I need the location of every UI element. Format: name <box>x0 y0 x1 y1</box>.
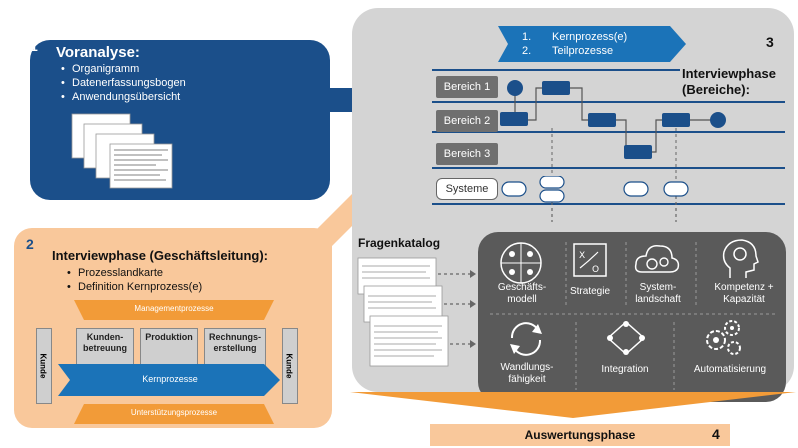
transform-arrows-icon <box>510 322 542 356</box>
integration-icon <box>606 320 646 356</box>
category-systemlandschaft: System- landschaft <box>635 282 681 305</box>
legend-number: 1. <box>522 31 532 43</box>
categories-panel <box>478 232 786 402</box>
category-automatisierung: Automatisierung <box>693 364 767 375</box>
legend-item: Teilprozesse <box>552 45 614 57</box>
category-geschaeftsmodell: Geschäfts- modell <box>497 282 547 305</box>
legend-numbers: 1. 2. <box>522 30 531 58</box>
category-wandlungsfaehigkeit: Wandlungs- fähigkeit <box>500 362 554 385</box>
management-band <box>74 300 274 320</box>
title-line: (Bereiche): <box>682 82 750 97</box>
support-label: Unterstützungsprozesse <box>130 408 218 417</box>
category-integration: Integration <box>601 364 649 375</box>
step-1-number: 1 <box>30 38 38 54</box>
geschaeftsleitung-item: Definition Kernprozess(e) <box>67 280 202 294</box>
gears-icon <box>706 320 741 355</box>
geschaeftsleitung-item: Prozesslandkarte <box>67 266 202 280</box>
legend-number: 2. <box>522 45 532 57</box>
cloud-gears-icon <box>634 244 680 273</box>
lane-bereich-2: Bereich 2 <box>436 110 498 132</box>
voranalyse-title: Voranalyse: <box>56 44 140 61</box>
auswertungsphase-label: Auswertungsphase <box>430 424 730 446</box>
svg-text:O: O <box>592 265 599 275</box>
kunde-right-box <box>282 328 298 404</box>
support-band <box>74 404 274 424</box>
legend-item: Kernprozess(e) <box>552 31 628 43</box>
strategy-icon: X O <box>573 243 607 277</box>
categories-dividers <box>490 242 778 390</box>
lane-bereich-1: Bereich 1 <box>436 76 498 98</box>
step-2-number: 2 <box>26 236 34 252</box>
process-produktion: Produktion <box>140 328 198 370</box>
step-4-number: 4 <box>712 426 720 442</box>
voranalyse-item: Anwendungsübersicht <box>61 90 186 104</box>
category-strategie: Strategie <box>569 286 611 297</box>
business-model-icon <box>500 242 542 284</box>
process-rechnungserstellung: Rechnungs- erstellung <box>204 328 266 370</box>
auswertung-band <box>350 392 796 418</box>
voranalyse-item: Datenerfassungsbogen <box>61 76 186 90</box>
kunde-right-label: Kunde <box>284 353 294 379</box>
system-cylinders <box>501 176 689 203</box>
voranalyse-list: Organigramm Datenerfassungsbogen Anwendu… <box>58 62 186 104</box>
catalog-documents-icon <box>357 257 476 367</box>
legend-arrow <box>498 26 686 62</box>
interview-bereiche-title: Interviewphase (Bereiche): <box>682 66 776 98</box>
lane-systeme: Systeme <box>436 178 498 200</box>
step-3-number: 3 <box>766 34 774 50</box>
legend-labels: Kernprozess(e) Teilprozesse <box>552 30 627 58</box>
management-label: Managementprozesse <box>134 304 214 313</box>
geschaeftsleitung-list: Prozesslandkarte Definition Kernprozess(… <box>64 266 202 294</box>
core-process-label: Kernprozesse <box>142 374 198 384</box>
category-kompetenz-kapazitaet: Kompetenz + Kapazität <box>714 282 774 305</box>
svg-text:X: X <box>579 251 585 261</box>
head-gear-icon <box>722 239 759 278</box>
kunde-left-box <box>36 328 52 404</box>
fragenkatalog-title: Fragenkatalog <box>358 236 441 250</box>
core-process-arrow <box>58 364 280 396</box>
geschaeftsleitung-title: Interviewphase (Geschäftsleitung): <box>52 248 268 263</box>
kunde-left-label: Kunde <box>38 353 48 379</box>
swimlane-lines <box>432 69 785 205</box>
lane-bereich-3: Bereich 3 <box>436 143 498 165</box>
process-kundenbetreuung: Kunden- betreuung <box>76 328 134 370</box>
voranalyse-item: Organigramm <box>61 62 186 76</box>
documents-icon <box>71 113 173 189</box>
process-flow <box>500 80 726 222</box>
title-line: Interviewphase <box>682 66 776 81</box>
